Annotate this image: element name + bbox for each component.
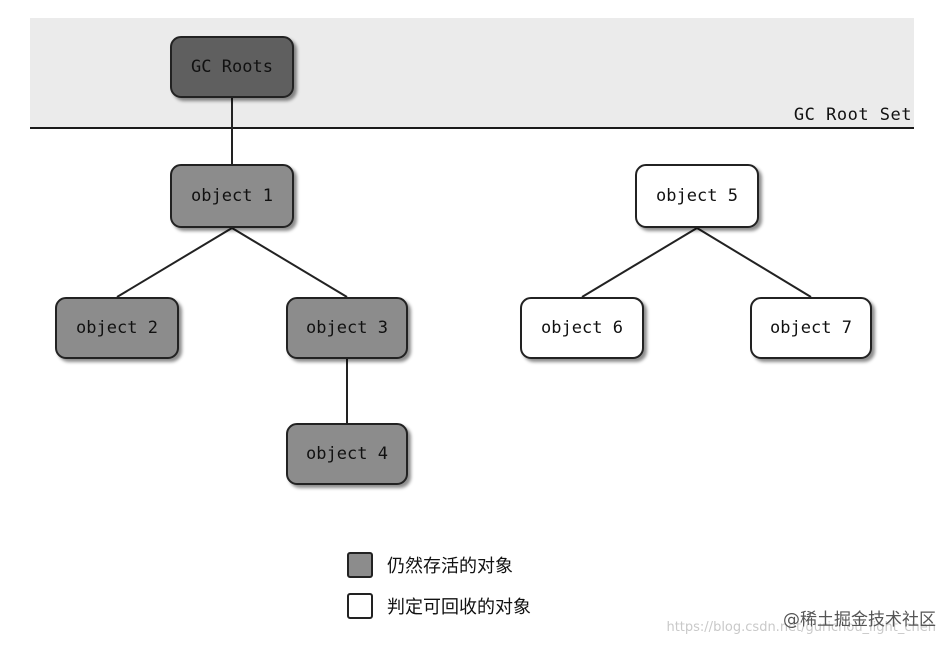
object-2-node: object 2 (55, 297, 179, 359)
edge-object1-object2 (116, 227, 233, 298)
gc-root-set-boundary (30, 127, 914, 129)
object-7-node: object 7 (750, 297, 872, 359)
legend-item-live: 仍然存活的对象 (347, 551, 513, 579)
object-4-node: object 4 (286, 423, 408, 485)
edge-object5-object6 (581, 227, 698, 298)
object-6-node: object 6 (520, 297, 644, 359)
gc-roots-node: GC Roots (170, 36, 294, 98)
watermark-url: https://blog.csdn.net/gurichou_light_che… (666, 620, 936, 635)
gc-root-set-label: GC Root Set (793, 105, 912, 125)
legend-item-reclaimable: 判定可回收的对象 (347, 592, 531, 620)
edge-object5-object7 (696, 227, 812, 298)
legend-swatch-reclaimable (347, 593, 373, 619)
legend-swatch-live (347, 552, 373, 578)
object-3-node: object 3 (286, 297, 408, 359)
legend-label-reclaimable: 判定可回收的对象 (387, 597, 531, 618)
legend-label-live: 仍然存活的对象 (387, 556, 513, 577)
object-5-node: object 5 (635, 164, 759, 228)
watermark-text: @稀土掘金技术社区 (783, 610, 936, 630)
edge-object1-object3 (231, 227, 348, 298)
object-1-node: object 1 (170, 164, 294, 228)
